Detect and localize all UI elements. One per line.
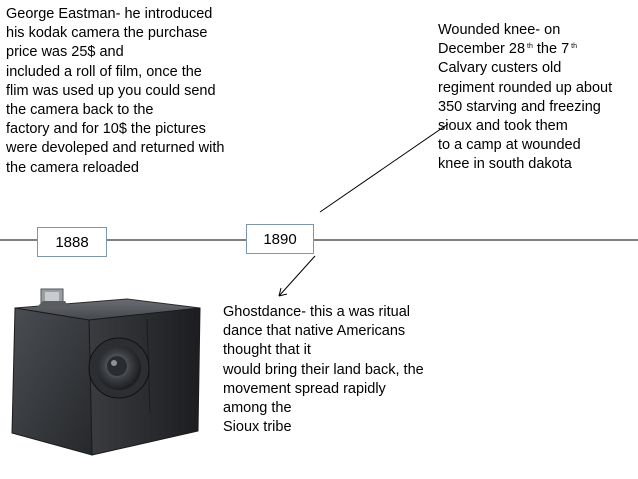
kodak-camera-icon (11, 288, 201, 456)
date-box-1888: 1888 (37, 227, 107, 257)
ghostdance-connector (278, 255, 316, 297)
eastman-note: George Eastman- he introduced his kodak … (6, 6, 225, 176)
ordinal-suffix: th (571, 43, 577, 51)
date-box-1890: 1890 (246, 224, 314, 254)
arrowhead-icon (278, 287, 288, 297)
wounded-knee-line1: Wounded knee- on (438, 22, 561, 38)
ghostdance-note: Ghostdance- this a was ritual dance that… (223, 304, 424, 436)
wounded-knee-date: December 28 (438, 41, 526, 58)
wounded-knee-connector (319, 123, 449, 213)
wounded-knee-body: Calvary custers old regiment rounded up … (438, 60, 613, 173)
ordinal-suffix: th (527, 43, 533, 51)
wounded-knee-regiment: the 7 (536, 41, 570, 58)
